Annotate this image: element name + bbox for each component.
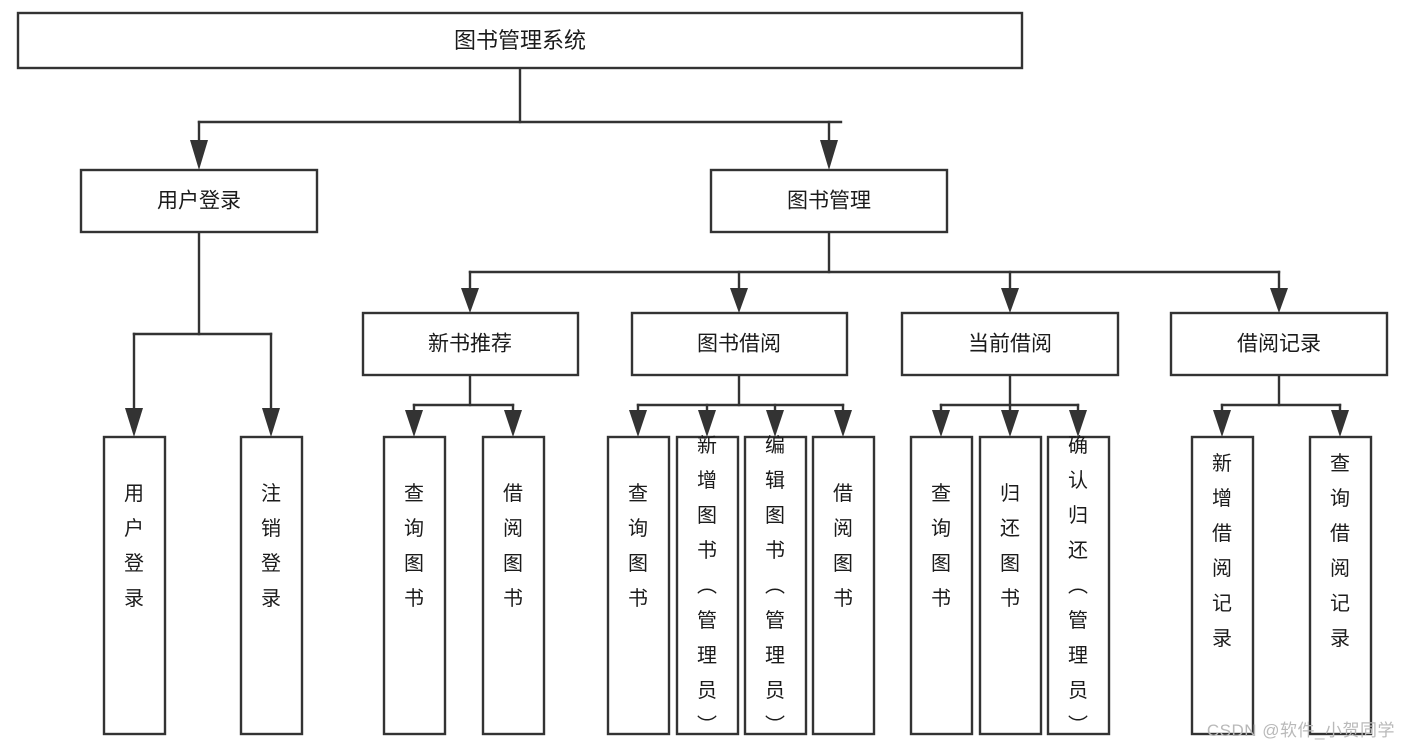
node-borrow-record-label: 借阅记录 — [1237, 333, 1321, 356]
arrow-head-book-mgmt — [820, 140, 838, 170]
leaf-box-user-login-1[interactable] — [102, 435, 167, 736]
leaf-box-new-book-2[interactable] — [481, 435, 546, 736]
arrow-head-leaf-borrow-book-4 — [834, 410, 852, 437]
leaf-label-new-book-1: 查询图书 — [404, 482, 424, 610]
node-book-management-box[interactable] — [709, 168, 949, 234]
node-book-borrow-label: 图书借阅 — [697, 333, 781, 356]
node-book-management[interactable]: 图书管理 — [709, 168, 949, 234]
leaf-label-new-book-2: 借阅图书 — [503, 482, 523, 610]
node-user-login-label: 用户登录 — [157, 190, 241, 213]
leaf-label-user-login-2: 注销登录 — [261, 482, 281, 610]
arrow-head-leaf-new-book-2 — [504, 410, 522, 437]
leaf-box-borrow-book-1[interactable] — [606, 435, 671, 736]
node-current-borrow[interactable]: 当前借阅 — [900, 311, 1120, 377]
leaf-label-borrow-book-4: 借阅图书 — [833, 482, 853, 610]
arrow-head-borrow-record — [1270, 288, 1288, 313]
arrow-head-leaf-current-borrow-2 — [1001, 410, 1019, 437]
leaf-label-borrow-record-1: 新增借阅记录 — [1212, 452, 1232, 650]
leaf-box-new-book-1[interactable] — [382, 435, 447, 736]
leaf-box-borrow-record-2[interactable] — [1308, 435, 1373, 736]
node-book-borrow[interactable]: 图书借阅 — [630, 311, 849, 377]
node-new-book-recommend-label: 新书推荐 — [428, 333, 512, 356]
leaf-label-current-borrow-3: 确认归还︵管理员︶ — [1068, 434, 1088, 737]
arrow-head-leaf-borrow-record-2 — [1331, 410, 1349, 437]
node-current-borrow-label: 当前借阅 — [968, 333, 1052, 356]
arrow-head-current-borrow — [1001, 288, 1019, 313]
leaf-label-layer: 用户登录 注销登录 查询图书 借阅图书 查询图书 新增图书︵管理员︶ 编辑图书︵… — [124, 434, 1350, 737]
arrow-head-leaf-borrow-record-1 — [1213, 410, 1231, 437]
leaf-label-current-borrow-2: 归还图书 — [1000, 482, 1020, 610]
leaf-box-current-borrow-1[interactable] — [909, 435, 974, 736]
leaf-label-borrow-book-1: 查询图书 — [628, 482, 648, 610]
arrow-head-borrow-book — [730, 288, 748, 313]
node-root[interactable]: 图书管理系统 — [16, 11, 1024, 70]
connector-layer — [125, 66, 1349, 437]
arrow-head-leaf-new-book-1 — [405, 410, 423, 437]
node-borrow-record[interactable]: 借阅记录 — [1169, 311, 1389, 377]
node-book-borrow-box[interactable] — [630, 311, 849, 377]
node-new-book-recommend[interactable]: 新书推荐 — [361, 311, 580, 377]
arrow-head-leaf-borrow-book-2 — [698, 410, 716, 437]
leaf-box-borrow-book-4[interactable] — [811, 435, 876, 736]
arrow-head-leaf-borrow-book-1 — [629, 410, 647, 437]
leaf-box-borrow-book-3[interactable] — [743, 435, 808, 736]
node-root-label: 图书管理系统 — [454, 28, 586, 53]
leaf-label-borrow-book-2: 新增图书︵管理员︶ — [697, 434, 717, 737]
node-user-login-box[interactable] — [79, 168, 319, 234]
arrow-head-leaf-current-borrow-1 — [932, 410, 950, 437]
arrow-head-new-book — [461, 288, 479, 313]
leaf-box-borrow-record-1[interactable] — [1190, 435, 1255, 736]
arrow-head-leaf-current-borrow-3 — [1069, 410, 1087, 437]
node-new-book-recommend-box[interactable] — [361, 311, 580, 377]
arrow-head-leaf-borrow-book-3 — [766, 410, 784, 437]
leaf-label-current-borrow-1: 查询图书 — [931, 482, 951, 610]
arrow-head-leaf-user-login-1 — [125, 408, 143, 437]
node-current-borrow-box[interactable] — [900, 311, 1120, 377]
leaf-box-borrow-book-2[interactable] — [675, 435, 740, 736]
leaf-layer — [102, 435, 1373, 736]
arrow-head-leaf-user-login-2 — [262, 408, 280, 437]
leaf-label-user-login-1: 用户登录 — [124, 483, 144, 610]
leaf-label-borrow-record-2: 查询借阅记录 — [1330, 452, 1350, 650]
arrow-head-user-login — [190, 140, 208, 170]
node-root-box[interactable] — [16, 11, 1024, 70]
leaf-box-current-borrow-3[interactable] — [1046, 435, 1111, 736]
leaf-label-borrow-book-3: 编辑图书︵管理员︶ — [765, 434, 785, 737]
node-borrow-record-box[interactable] — [1169, 311, 1389, 377]
node-user-login[interactable]: 用户登录 — [79, 168, 319, 234]
leaf-box-current-borrow-2[interactable] — [978, 435, 1043, 736]
node-book-management-label: 图书管理 — [787, 190, 871, 213]
leaf-box-user-login-2[interactable] — [239, 435, 304, 736]
